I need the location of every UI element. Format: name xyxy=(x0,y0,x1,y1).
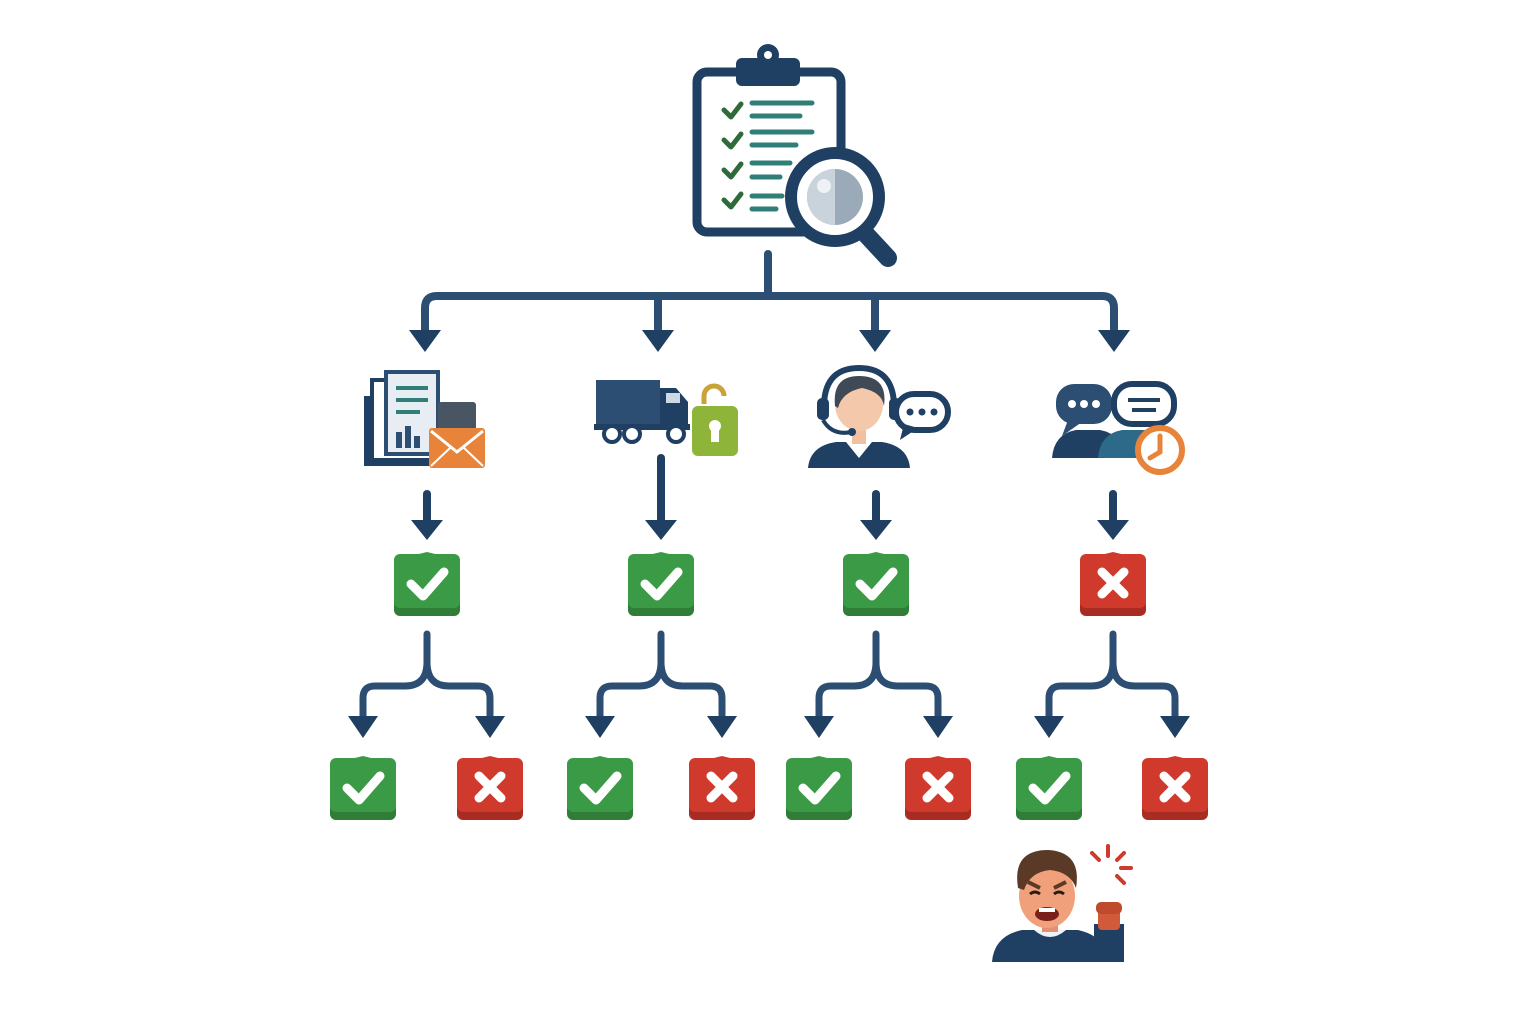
support-agent-icon xyxy=(808,364,951,468)
root-arrowheads xyxy=(409,330,1130,352)
branch-communication-split xyxy=(1034,630,1190,738)
branch-documents-check-icon xyxy=(394,552,460,616)
branch-shipping-arrow xyxy=(645,454,677,540)
branch-documents-outcome-1-check-icon xyxy=(330,756,396,820)
documents-mail-icon xyxy=(364,370,485,468)
branch-shipping-split xyxy=(585,630,737,738)
branch-support-outcome-1-check-icon xyxy=(786,756,852,820)
branch-support-arrow xyxy=(860,490,892,540)
branch-shipping-check-icon xyxy=(628,552,694,616)
branch-communication-cross-icon xyxy=(1080,552,1146,616)
branch-documents-outcome-2-cross-icon xyxy=(457,756,523,820)
branch-communication-arrow xyxy=(1097,490,1129,540)
clipboard-magnifier-icon xyxy=(692,44,897,267)
root-connector xyxy=(421,250,1118,334)
branch-support-check-icon xyxy=(843,552,909,616)
branch-support-split xyxy=(804,630,953,738)
branch-communication-outcome-2-cross-icon xyxy=(1142,756,1208,820)
branch-documents-arrow xyxy=(411,490,443,540)
branch-shipping-outcome-1-check-icon xyxy=(567,756,633,820)
branch-communication-outcome-1-check-icon xyxy=(1016,756,1082,820)
branch-documents-split xyxy=(348,630,505,738)
branch-shipping-outcome-2-cross-icon xyxy=(689,756,755,820)
truck-lock-icon xyxy=(594,380,738,456)
branch-support-outcome-2-cross-icon xyxy=(905,756,971,820)
chat-clock-icon xyxy=(1052,381,1185,475)
angry-customer-icon xyxy=(992,844,1133,962)
